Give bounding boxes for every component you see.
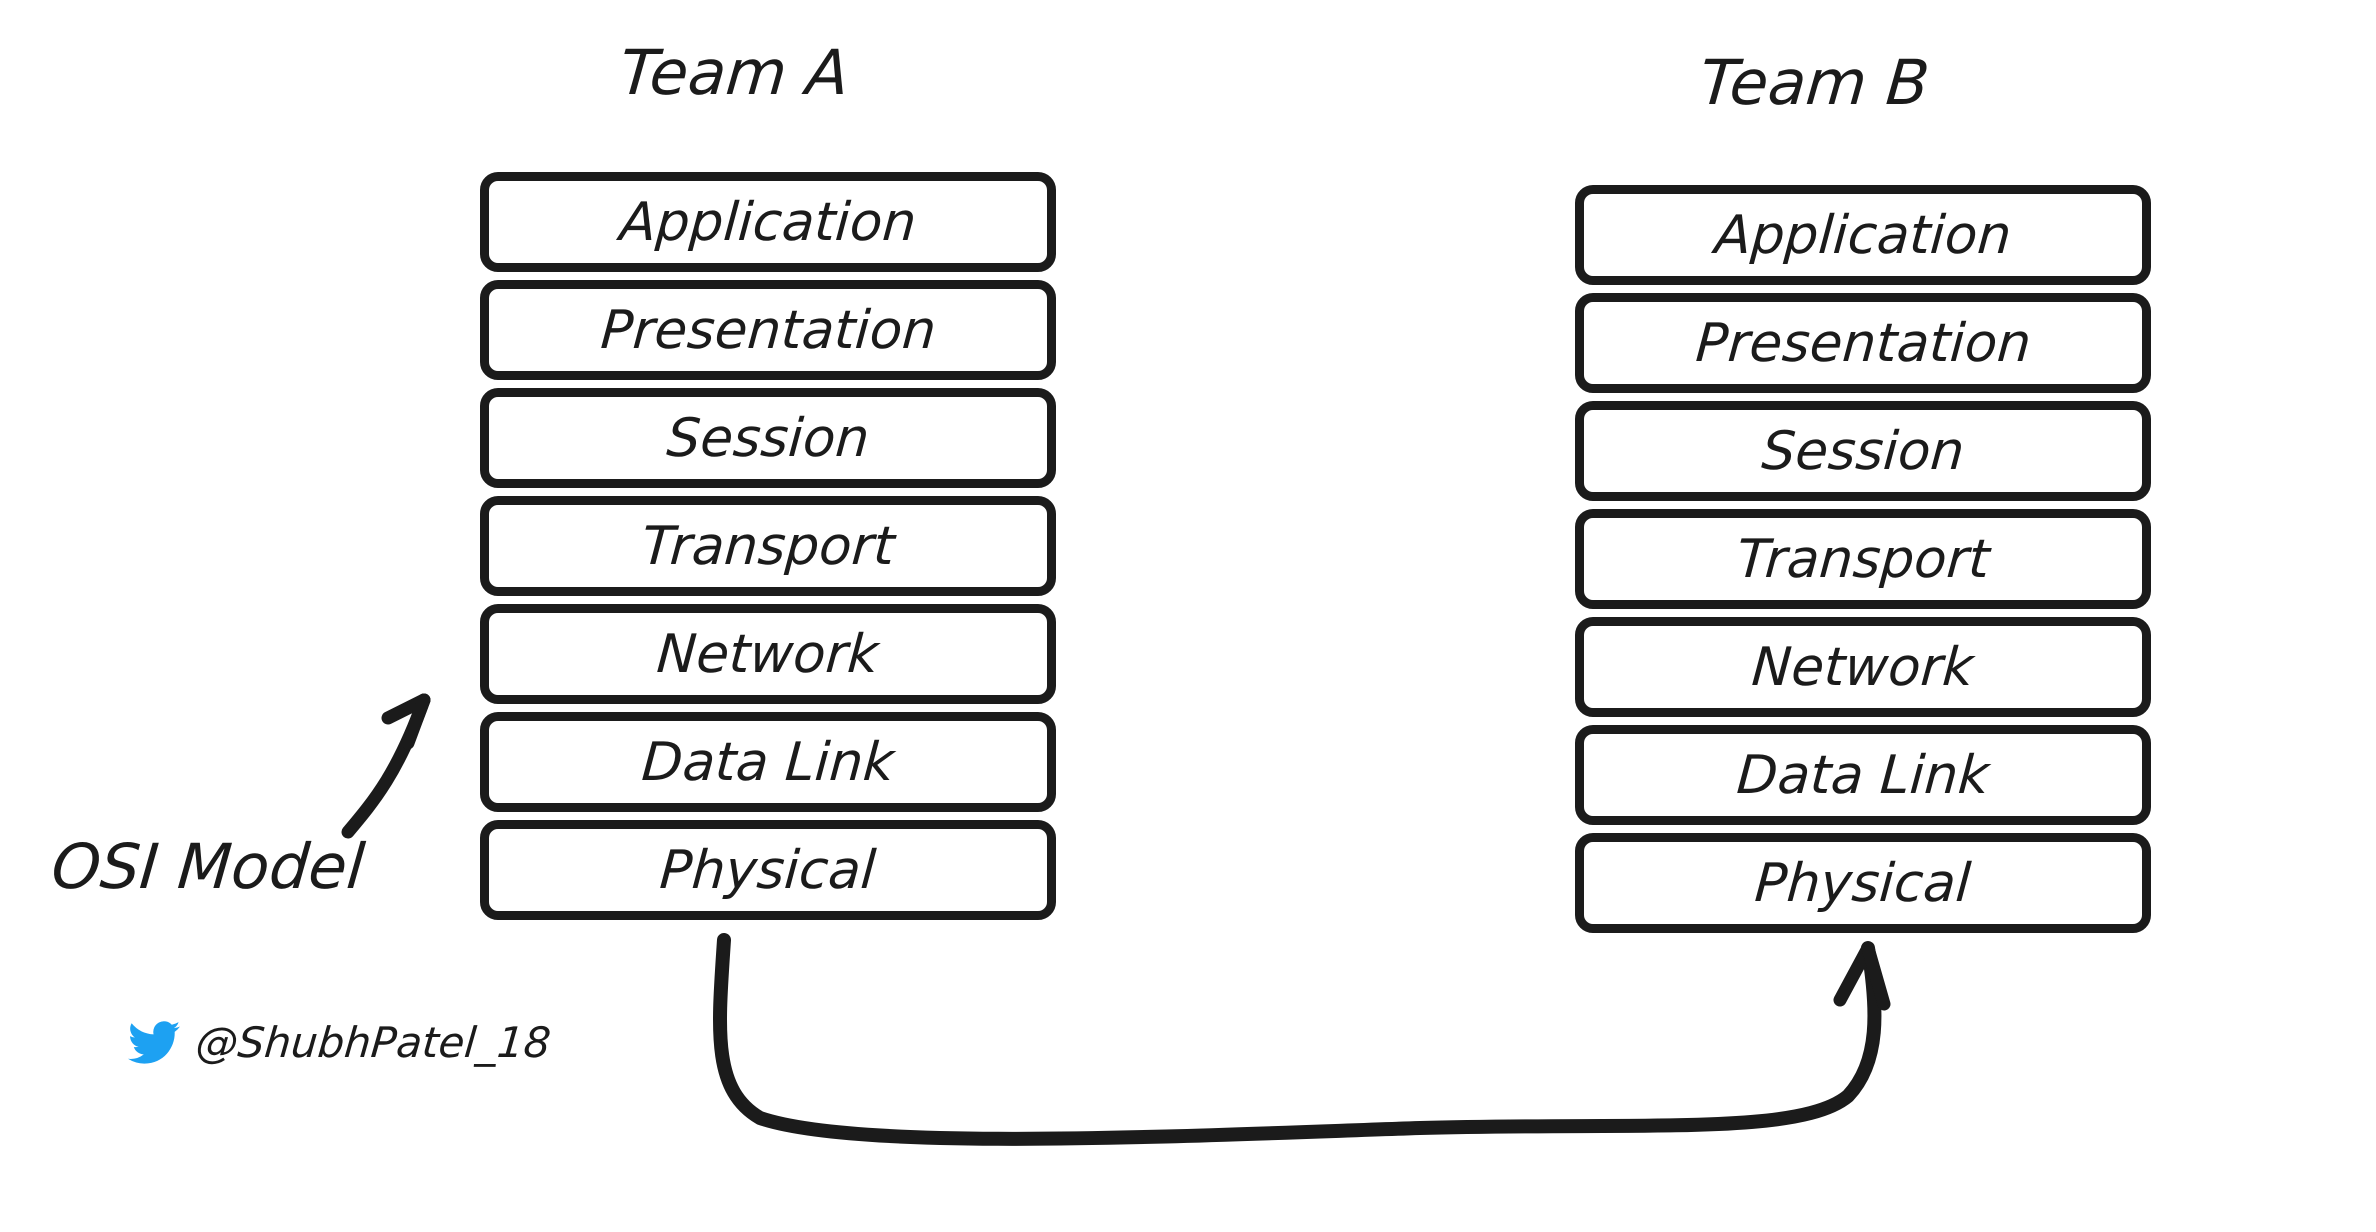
layer-box-session[interactable]: Session bbox=[480, 388, 1056, 488]
layer-label: Presentation bbox=[1693, 312, 2033, 374]
curved-arrow-icon bbox=[713, 933, 1891, 1146]
layer-box-application[interactable]: Application bbox=[1575, 185, 2151, 285]
layer-label: Application bbox=[617, 191, 919, 253]
twitter-handle: @ShubhPatel_18 bbox=[193, 1018, 553, 1067]
layer-label: Physical bbox=[1753, 852, 1973, 914]
layer-box-data-link[interactable]: Data Link bbox=[1575, 725, 2151, 825]
layer-box-physical[interactable]: Physical bbox=[1575, 833, 2151, 933]
layer-label: Transport bbox=[639, 515, 897, 577]
layer-label: Data Link bbox=[1734, 744, 1992, 806]
team-a-title: Team A bbox=[616, 36, 853, 109]
layer-label: Session bbox=[1759, 420, 1967, 482]
layer-label: Transport bbox=[1734, 528, 1992, 590]
team-b-title: Team B bbox=[1696, 46, 1933, 119]
credit-block: @ShubhPatel_18 bbox=[128, 1018, 553, 1067]
arrow-up-right-icon bbox=[341, 693, 431, 839]
layer-label: Network bbox=[655, 623, 881, 685]
layer-box-session[interactable]: Session bbox=[1575, 401, 2151, 501]
layer-box-data-link[interactable]: Data Link bbox=[480, 712, 1056, 812]
layer-box-presentation[interactable]: Presentation bbox=[480, 280, 1056, 380]
osi-model-label: OSI Model bbox=[48, 830, 368, 903]
layer-label: Physical bbox=[658, 839, 878, 901]
layer-box-application[interactable]: Application bbox=[480, 172, 1056, 272]
twitter-bird-icon bbox=[128, 1020, 180, 1066]
layer-box-presentation[interactable]: Presentation bbox=[1575, 293, 2151, 393]
layer-box-physical[interactable]: Physical bbox=[480, 820, 1056, 920]
layer-box-network[interactable]: Network bbox=[1575, 617, 2151, 717]
layer-box-transport[interactable]: Transport bbox=[1575, 509, 2151, 609]
layer-label: Application bbox=[1712, 204, 2014, 266]
layer-label: Presentation bbox=[598, 299, 938, 361]
layer-box-transport[interactable]: Transport bbox=[480, 496, 1056, 596]
layer-label: Network bbox=[1750, 636, 1976, 698]
layer-label: Session bbox=[664, 407, 872, 469]
layer-box-network[interactable]: Network bbox=[480, 604, 1056, 704]
layer-label: Data Link bbox=[639, 731, 897, 793]
